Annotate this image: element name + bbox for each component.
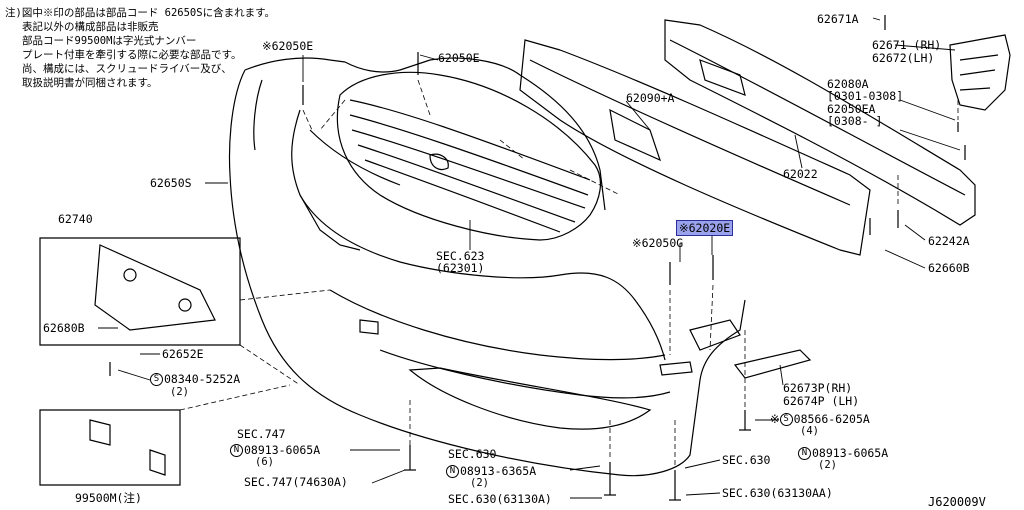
label-62673P[interactable]: 62673P(RH) bbox=[783, 381, 853, 395]
label-62671[interactable]: 62671 (RH) bbox=[872, 38, 942, 52]
label-62650S[interactable]: 62650S bbox=[150, 176, 192, 190]
label-sec630-63130AA[interactable]: SEC.630(63130AA) bbox=[722, 486, 833, 500]
label-62050EA[interactable]: 62050EA bbox=[827, 102, 876, 116]
label-62740[interactable]: 62740 bbox=[58, 212, 93, 226]
footnote-line-4: プレート付車を牽引する際に必要な部品です。 bbox=[22, 49, 242, 61]
label-62080A[interactable]: 62080A bbox=[827, 77, 869, 91]
label-08913-6065A-right-text: 08913-6065A bbox=[812, 446, 889, 460]
label-62652E[interactable]: 62652E bbox=[162, 347, 204, 361]
footnote-line-5: 尚、構成には、スクリュードライバー及び、 bbox=[22, 63, 232, 75]
box-99500M bbox=[39, 409, 181, 486]
n-symbol-icon: N bbox=[230, 444, 243, 457]
diagram-id: J620009V bbox=[928, 495, 986, 509]
label-62672[interactable]: 62672(LH) bbox=[872, 51, 935, 65]
label-62050E-marked[interactable]: ※62050E bbox=[262, 39, 314, 53]
label-08340-5252A-text: 08340-5252A bbox=[164, 372, 241, 386]
bumper-fascia-outline bbox=[228, 69, 746, 477]
footnote-line-2: 表記以外の構成部品は非販売 bbox=[22, 21, 159, 33]
highlighted-part-62020E[interactable]: ※62020E bbox=[676, 220, 734, 236]
qty-08913-6365A: (2) bbox=[470, 477, 489, 489]
label-62242A[interactable]: 62242A bbox=[928, 234, 970, 248]
label-62680B[interactable]: 62680B bbox=[43, 321, 85, 335]
label-sec747[interactable]: SEC.747 bbox=[237, 427, 286, 441]
label-62671A[interactable]: 62671A bbox=[817, 12, 859, 26]
label-sec747-74630A[interactable]: SEC.747(74630A) bbox=[244, 475, 348, 489]
label-62090A[interactable]: 62090+A bbox=[626, 91, 675, 105]
label-99500M[interactable]: 99500M(注) bbox=[75, 491, 142, 505]
label-62050G[interactable]: ※62050G bbox=[632, 236, 684, 250]
qty-08566: (4) bbox=[800, 425, 819, 437]
label-62050E[interactable]: 62050E bbox=[438, 51, 480, 65]
absorber-outline bbox=[664, 19, 976, 226]
s-symbol-icon: S bbox=[779, 413, 793, 426]
label-62674P[interactable]: 62674P (LH) bbox=[783, 394, 860, 408]
label-08913-6365A-text: 08913-6365A bbox=[460, 464, 537, 478]
label-sec630-63130A[interactable]: SEC.630(63130A) bbox=[448, 492, 552, 506]
label-sec623[interactable]: SEC.623 bbox=[436, 249, 485, 263]
n-symbol-icon: N bbox=[446, 465, 459, 478]
side-bracket-outline bbox=[949, 34, 1011, 111]
s-symbol-icon: S bbox=[150, 373, 163, 386]
n-symbol-icon: N bbox=[798, 447, 811, 460]
qty-08340: (2) bbox=[170, 386, 189, 398]
label-sec630-right[interactable]: SEC.630 bbox=[722, 453, 771, 467]
footnote-line-1: 注)図中※印の部品は部品コード 62650Sに含まれます。 bbox=[5, 7, 276, 19]
grille-outline bbox=[336, 71, 602, 241]
footnote-line-6: 取扱説明書が同梱されます。 bbox=[22, 77, 158, 89]
label-62080A-range: [0301-0308] bbox=[827, 89, 904, 103]
label-08566-text: 08566-6205A bbox=[793, 412, 870, 426]
footnote-line-3: 部品コード99500Mは字光式ナンバー bbox=[22, 35, 197, 47]
label-62022[interactable]: 62022 bbox=[783, 167, 818, 181]
label-08913-6065A-left-text: 08913-6065A bbox=[244, 443, 321, 457]
label-sec623-sub: (62301) bbox=[436, 261, 485, 275]
mark-symbol: ※ bbox=[770, 412, 780, 426]
qty-08913-6065A-right: (2) bbox=[818, 459, 837, 471]
label-sec630-mid[interactable]: SEC.630 bbox=[448, 447, 497, 461]
label-62050EA-range: [0308- ] bbox=[827, 114, 883, 128]
qty-08913-6065A-left: (6) bbox=[255, 456, 274, 468]
reinforcement-outline bbox=[519, 39, 871, 256]
label-62660B[interactable]: 62660B bbox=[928, 261, 970, 275]
label-62020E[interactable]: ※62020E bbox=[676, 220, 734, 236]
